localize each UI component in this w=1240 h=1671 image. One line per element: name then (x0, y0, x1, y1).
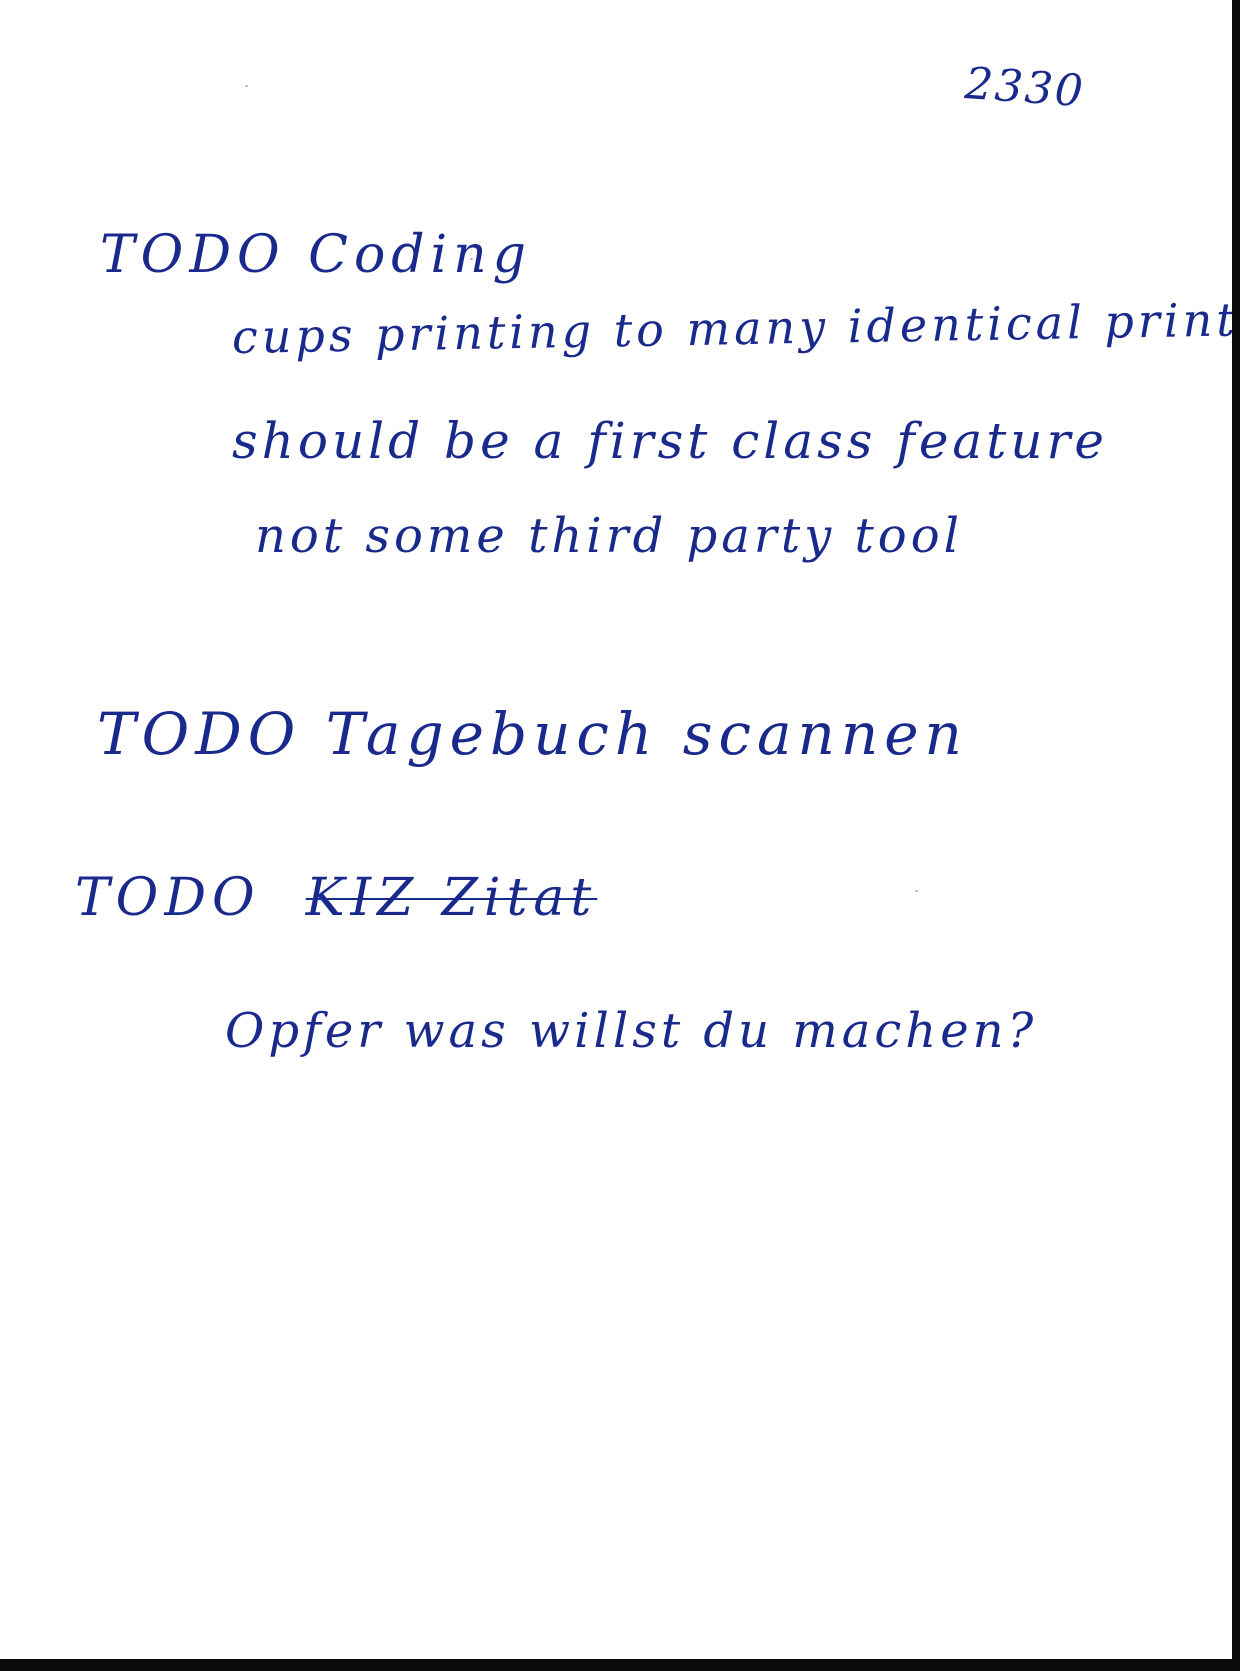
paper-speck (245, 85, 248, 87)
scan-edge-right (1232, 0, 1240, 1671)
todo-heading-coding: TODO Coding (100, 225, 532, 285)
todo-heading-kiz: TODO KIZ Zitat (75, 868, 597, 928)
struck-heading: KIZ Zitat (305, 868, 598, 928)
note-line: should be a first class feature (232, 412, 1109, 470)
todo-heading-tagebuch: TODO Tagebuch scannen (97, 700, 968, 768)
paper-speck (915, 890, 918, 892)
todo-prefix: TODO (75, 868, 261, 928)
note-line: not some third party tool (255, 508, 963, 564)
scan-edge-bottom (0, 1659, 1240, 1671)
paper-speck (470, 258, 473, 260)
note-line: cups printing to many identical printers (231, 290, 1240, 364)
page-number: 2330 (963, 58, 1087, 118)
note-line: Opfer was willst du machen? (225, 1003, 1038, 1059)
